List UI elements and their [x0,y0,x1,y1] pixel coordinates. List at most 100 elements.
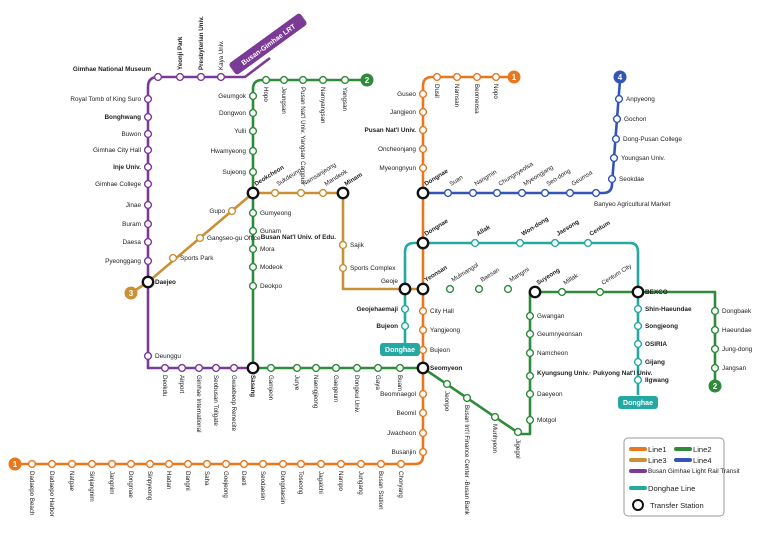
station-deokpo[interactable]: Deokpo [248,281,283,291]
station-gimhae-city-hall[interactable]: Gimhae City Hall [93,145,153,155]
station-royal-tomb[interactable]: Royal Tomb of King Suro [70,94,153,104]
station-hwamyeong[interactable]: Hwamyeong [210,146,258,156]
station-goejeong[interactable]: Goejeong [221,459,231,499]
station-nampo[interactable]: Nampo [336,459,346,492]
station-shin-haeundae[interactable]: Shin-Haeundae [633,304,692,314]
station-buram[interactable]: Buram [122,219,153,229]
station-geumnyeonsan[interactable]: Geumnyeonsan [525,329,583,339]
station-sports-complex[interactable]: Sports Complex [338,263,397,273]
station-deokdu[interactable]: Deokdu [160,363,170,397]
station-beomil[interactable]: Beomil [396,408,428,418]
station-ilgwang[interactable]: Ilgwang [633,375,669,385]
station-inje[interactable]: Inje Univ. [113,162,153,172]
station-songjeong[interactable]: Songjeong [633,321,679,331]
station-gijang[interactable]: Gijang [633,357,665,367]
station-munhyeon[interactable]: Munhyeon [490,412,500,454]
station-city-hall[interactable]: City Hall [418,306,454,316]
station-gunam[interactable]: Gunam [248,226,281,236]
station-jung-dong[interactable]: Jung-dong [710,344,753,354]
station-bexco[interactable]: BEXCO [631,285,668,299]
station-dangni[interactable]: Dangni [183,459,193,491]
station-presbyterian[interactable]: Presbyterian Univ. [196,16,206,82]
station-jangnim[interactable]: Jangnim [107,459,117,495]
station-buam[interactable]: Buam [395,363,405,392]
station-seodaesin[interactable]: Seodaesin [258,459,268,501]
station-anpyeong[interactable]: Anpyeong [614,94,656,104]
station-beomeosa[interactable]: Beomeosa [472,72,482,115]
station-dongbaek[interactable]: Dongbaek [710,306,752,316]
station-dadaepo-beach[interactable]: Dadaepo Beach [27,459,37,516]
station-banyeo[interactable]: Banyeo Agricultural Market [591,188,671,208]
station-sasang[interactable]: Sasang [246,361,260,397]
station-dongdaesin[interactable]: Dongdaesin [278,459,288,505]
station-osiria[interactable]: OSIRIA [633,339,668,349]
station-gimhae-college[interactable]: Gimhae College [95,179,153,189]
station-pnu[interactable]: Pusan Nat'l Univ. [365,125,428,135]
station-yeonji[interactable]: Yeonji Park [175,36,185,82]
station-guseo[interactable]: Guseo [397,89,428,99]
station-gamjeon[interactable]: Gamjeon [266,363,276,401]
station-motgol[interactable]: Motgol [525,415,557,425]
station-beomnaegol[interactable]: Beomnaegol [380,389,428,399]
station-busanjin[interactable]: Busanjin [391,447,428,457]
station-gumyeong[interactable]: Gumyeong [248,208,292,218]
station-gwaebeop[interactable]: Gwaebeop Renecite [229,363,239,432]
station-sajik[interactable]: Sajik [338,240,365,250]
station-naengjeong[interactable]: Naengjeong [311,363,321,409]
station-daesa[interactable]: Daesa [123,237,153,247]
station-jungang[interactable]: Jungang [356,459,366,496]
station-gimhae-museum[interactable]: Gimhae National Museum [73,66,163,82]
station-centum-city[interactable]: Centum City [595,262,634,297]
station-dusil[interactable]: Dusil [432,72,442,98]
station-kaya[interactable]: Kaya Univ. [216,40,226,82]
station-jigegol[interactable]: Jigegol [513,427,523,459]
station-pyeonggang[interactable]: Pyeonggang [105,256,153,266]
station-jangjeon[interactable]: Jangjeon [390,107,428,117]
station-seomyeon[interactable]: Seomyeon [416,361,463,375]
station-sports-park[interactable]: Sports Park [168,253,215,263]
station-mora[interactable]: Mora [248,244,275,254]
station-jurye[interactable]: Jurye [292,363,302,391]
station-dong-pusan[interactable]: Dong-Pusan College [611,134,683,144]
station-jagalchi[interactable]: Jagalchi [316,459,326,494]
station-namyangsan[interactable]: Namyangsan [318,75,328,124]
station-daeti[interactable]: Daeti [239,459,249,486]
station-saha[interactable]: Saha [202,459,212,486]
station-kyungsung[interactable]: Kyungsung Univ.· Pukyong Nat'l Univ. [525,370,653,381]
station-buwon[interactable]: Buwon [121,129,153,139]
station-sujeong[interactable]: Sujeong [223,167,258,177]
station-gimhae-intl[interactable]: Gimhae International [194,363,204,433]
station-bifc[interactable]: Busan Int'l Finance Center -Busan Bank [462,393,472,516]
station-deunggu[interactable]: Deunggu [143,351,182,361]
station-yulli[interactable]: Yulli [234,126,258,136]
station-airport[interactable]: Airport [177,363,187,394]
station-baesan[interactable]: Baesan [474,266,502,294]
station-gangseogu[interactable]: Gangseo-gu Office [195,233,261,243]
station-namsan[interactable]: Namsan [452,72,462,108]
station-hopo[interactable]: Hopo [261,75,271,103]
station-oncheonjang[interactable]: Oncheonjang [378,144,428,154]
station-hadan[interactable]: Hadan [164,459,174,490]
station-nopo[interactable]: Nopo [491,72,501,100]
station-namcheon[interactable]: Namcheon [525,348,569,358]
station-geumgok[interactable]: Geumgok [218,91,258,101]
station-gaya[interactable]: Gaya [373,363,383,391]
station-jinae[interactable]: Jinae [126,200,153,210]
station-choryang[interactable]: Choryang [396,459,406,499]
station-pnu-yangsan[interactable]: Pusan Nat'l Univ. Yangsan Campus [298,75,308,185]
station-haeundae[interactable]: Haeundae [710,325,752,335]
station-mulmangol[interactable]: Mulmangol [445,262,480,294]
station-modeok[interactable]: Modeok [248,262,284,272]
station-geojehaemaji[interactable]: Geojehaemaji [356,304,410,314]
station-sinjangnim[interactable]: Sinjangnim [87,459,97,502]
station-daejeo[interactable]: Daejeo [141,275,176,289]
station-daeyeon[interactable]: Daeyeon [525,389,563,399]
station-busan-station[interactable]: Busan Station [376,459,386,510]
station-jeungsan[interactable]: Jeungsan [279,75,289,115]
station-dongwon[interactable]: Dongwon [219,108,258,118]
station-sinpyeong[interactable]: Sinpyeong [145,459,155,501]
station-mangmi[interactable]: Mangmi [503,266,531,294]
station-seobusan-ic[interactable]: Seobusan Tollgate [211,363,221,427]
station-gochon[interactable]: Gochon [612,114,647,124]
station-jangsan[interactable]: Jangsan [710,363,747,373]
